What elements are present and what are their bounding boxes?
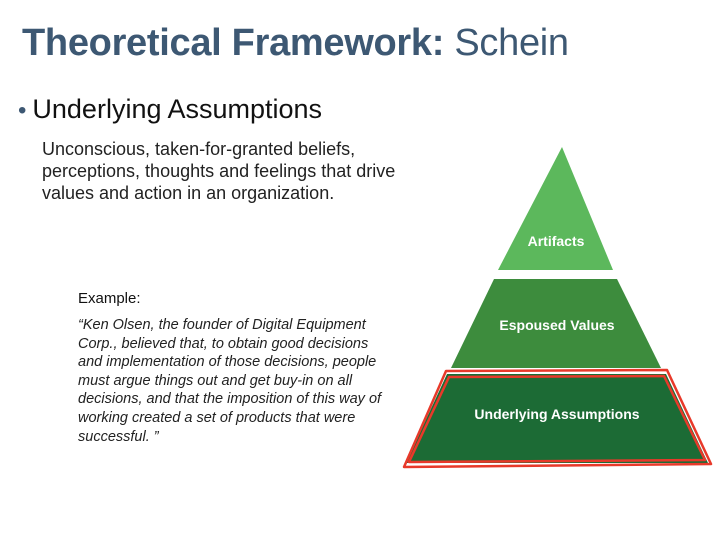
pyramid-label-espoused-values: Espoused Values bbox=[499, 317, 614, 333]
bullet-heading: •Underlying Assumptions bbox=[18, 94, 322, 125]
pyramid-level-artifacts bbox=[498, 147, 613, 270]
example-label: Example: bbox=[78, 290, 141, 307]
highlight-outline bbox=[402, 368, 713, 469]
example-quote: “Ken Olsen, the founder of Digital Equip… bbox=[78, 317, 382, 445]
description-text: Unconscious, taken-for-granted beliefs, … bbox=[42, 139, 396, 203]
title-light: Schein bbox=[454, 22, 569, 64]
pyramid-level-underlying-assumptions bbox=[406, 374, 708, 463]
slide-title: Theoretical Framework: Schein bbox=[22, 22, 569, 65]
pyramid-label-artifacts: Artifacts bbox=[528, 233, 585, 249]
title-bold: Theoretical Framework: bbox=[22, 22, 445, 64]
pyramid-label-underlying-assumptions: Underlying Assumptions bbox=[474, 406, 639, 422]
pyramid-level-espoused-values bbox=[451, 279, 661, 368]
bullet-dot-icon: • bbox=[18, 97, 27, 124]
bullet-label: Underlying Assumptions bbox=[32, 94, 323, 124]
